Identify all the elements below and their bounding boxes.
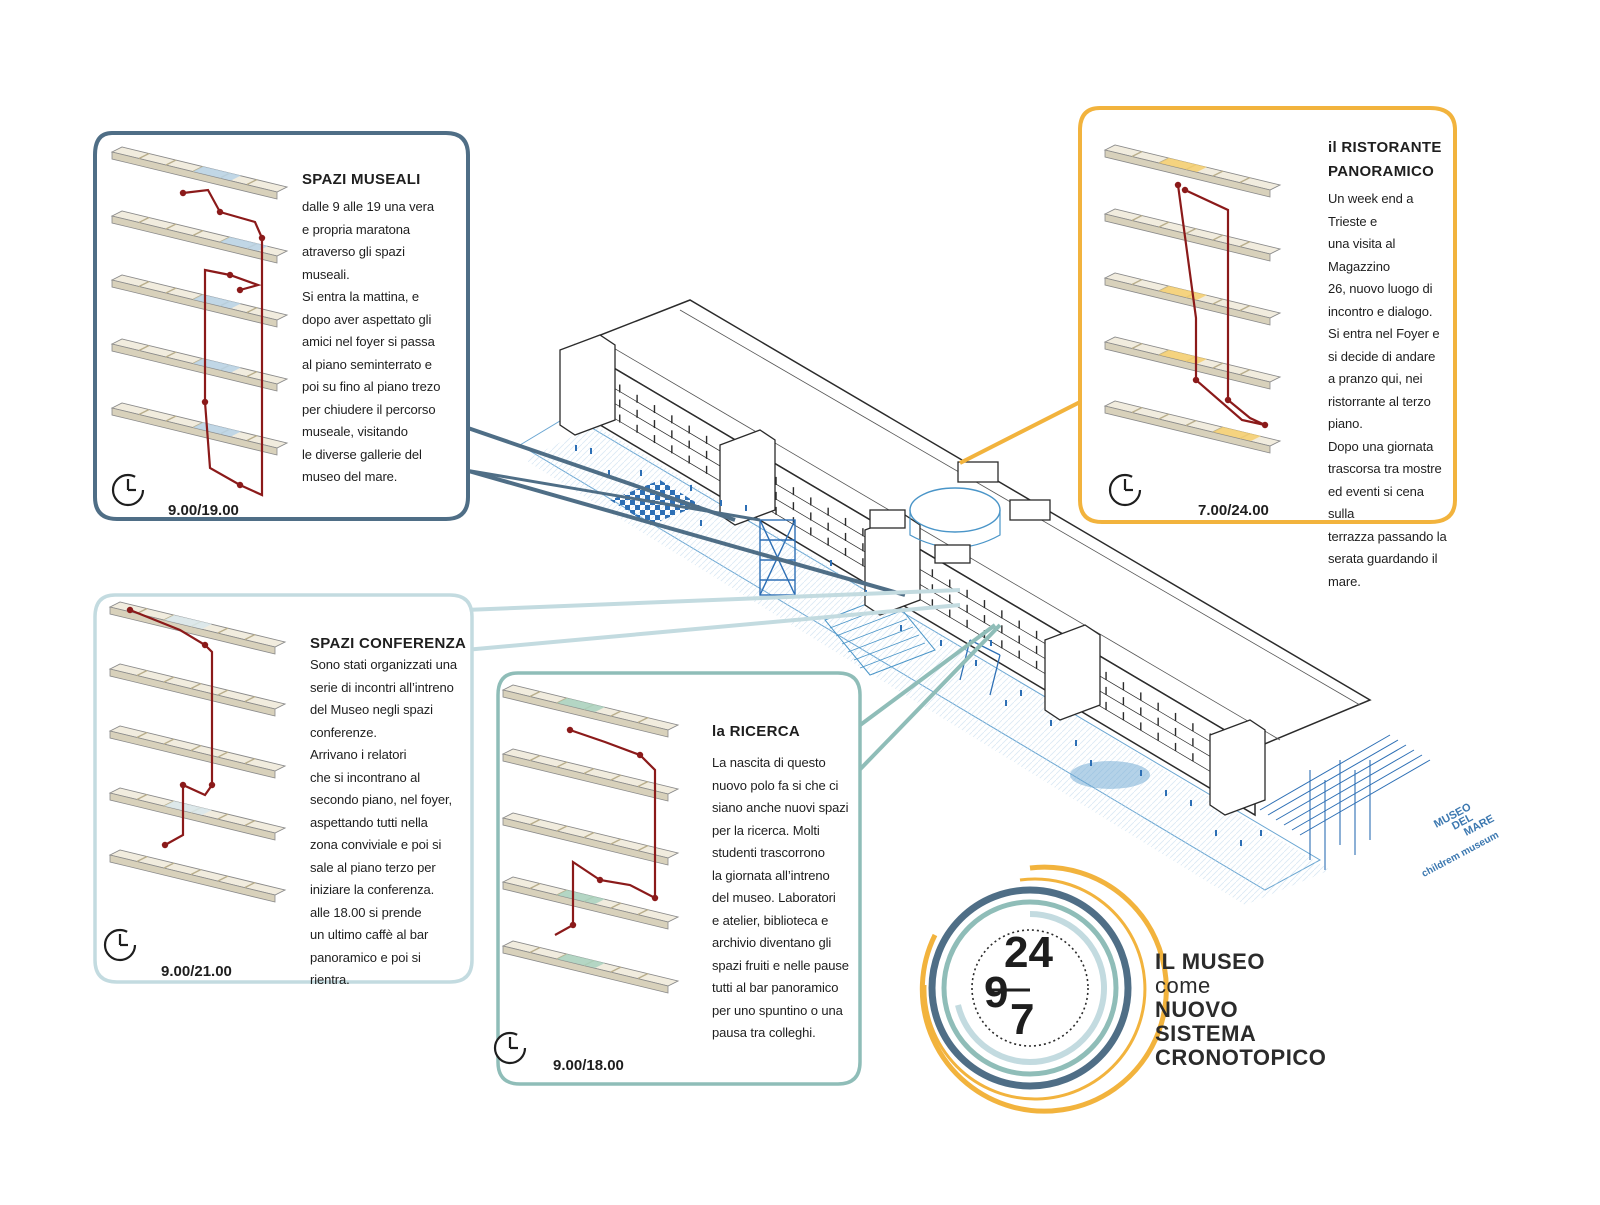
floor-plan	[501, 940, 680, 994]
logo-title-line5: CRONOTOPICO	[1155, 1045, 1327, 1070]
floor-plan	[501, 876, 680, 930]
card-ristorante-body: Un week end a Trieste e una visita al Ma…	[1328, 191, 1447, 589]
building-axonometric	[519, 299, 1431, 905]
card-ristorante-time: 7.00/24.00	[1198, 502, 1269, 519]
floor-plan	[110, 210, 289, 264]
floor-plan	[108, 787, 287, 841]
logo-dotted-clock	[971, 929, 1089, 1047]
card-conferenza-time: 9.00/21.00	[161, 963, 232, 980]
floor-plan-stacks	[108, 144, 1282, 994]
roof-rotunda	[909, 487, 1001, 533]
logo-number-9: 9	[984, 968, 1009, 1017]
floor-plan	[108, 663, 287, 717]
card-conferenza-title: SPAZI CONFERENZA	[310, 635, 467, 652]
clock-icon	[111, 473, 145, 507]
clock-icon	[493, 1031, 527, 1065]
floor-plan	[1103, 144, 1282, 198]
logo-number-7: 7	[1010, 995, 1035, 1044]
logo-number-24: 24	[1004, 928, 1053, 977]
logo-title-line3: NUOVO	[1155, 997, 1239, 1022]
floor-plan	[110, 146, 289, 200]
floor-plan	[110, 402, 289, 456]
floor-plan	[501, 812, 680, 866]
logo-title-line2: come	[1155, 973, 1211, 998]
card-ricerca-title: la RICERCA	[712, 723, 801, 740]
floor-plan	[108, 725, 287, 779]
floor-plan	[501, 748, 680, 802]
logo-title-line1: IL MUSEO	[1155, 949, 1265, 974]
floor-plan	[110, 338, 289, 392]
card-ricerca-time: 9.00/18.00	[553, 1057, 624, 1074]
card-ricerca-body: La nascita di questo nuovo polo fa si ch…	[712, 755, 849, 1040]
card-musei-time: 9.00/19.00	[168, 502, 239, 519]
logo-rings	[919, 864, 1169, 1114]
card-musei-body: dalle 9 alle 19 una vera e propria marat…	[302, 199, 441, 484]
clock-icon	[103, 928, 137, 962]
route-lines	[126, 181, 1269, 936]
card-musei-title: SPAZI MUSEALI	[302, 171, 421, 188]
floor-plan	[108, 849, 287, 903]
floor-plan	[1103, 400, 1282, 454]
card-conferenza-body: Sono stati organizzati una serie di inco…	[310, 657, 457, 987]
floor-plan	[501, 684, 680, 738]
card-ristorante-title: il RISTORANTE PANORAMICO	[1328, 139, 1442, 180]
logo-title-line4: SISTEMA	[1155, 1021, 1257, 1046]
clock-icon	[1108, 473, 1142, 507]
